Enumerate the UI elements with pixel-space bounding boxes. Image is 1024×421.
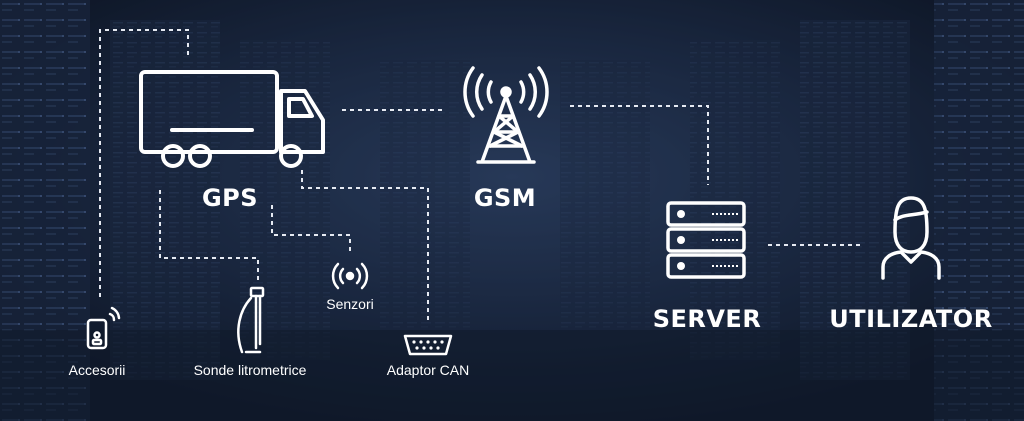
user-icon — [881, 196, 941, 280]
truck-icon — [139, 70, 325, 168]
server-label: SERVER — [652, 305, 762, 333]
adaptor-label: Adaptor CAN — [386, 362, 470, 378]
connector-gsm-server — [570, 105, 709, 185]
connector-gps-sonde — [159, 190, 259, 283]
fuel-probe-icon — [237, 286, 265, 354]
cell-tower-icon — [463, 66, 549, 164]
can-connector-icon — [403, 334, 453, 356]
accessory-device-icon — [86, 306, 121, 350]
connector-lines — [99, 29, 862, 320]
sonde-label: Sonde litrometrice — [193, 362, 307, 378]
connector-gps-accesorii — [99, 29, 189, 300]
accesorii-label: Accesorii — [68, 362, 126, 378]
gps-label: GPS — [201, 184, 259, 212]
gsm-label: GSM — [473, 184, 537, 212]
senzori-label: Senzori — [326, 296, 374, 312]
connector-gps-senzori — [271, 205, 351, 255]
server-rack-icon — [666, 201, 746, 279]
utilizator-label: UTILIZATOR — [829, 305, 993, 333]
connector-gps-adaptor — [301, 170, 429, 320]
sensor-signal-icon — [331, 262, 369, 290]
